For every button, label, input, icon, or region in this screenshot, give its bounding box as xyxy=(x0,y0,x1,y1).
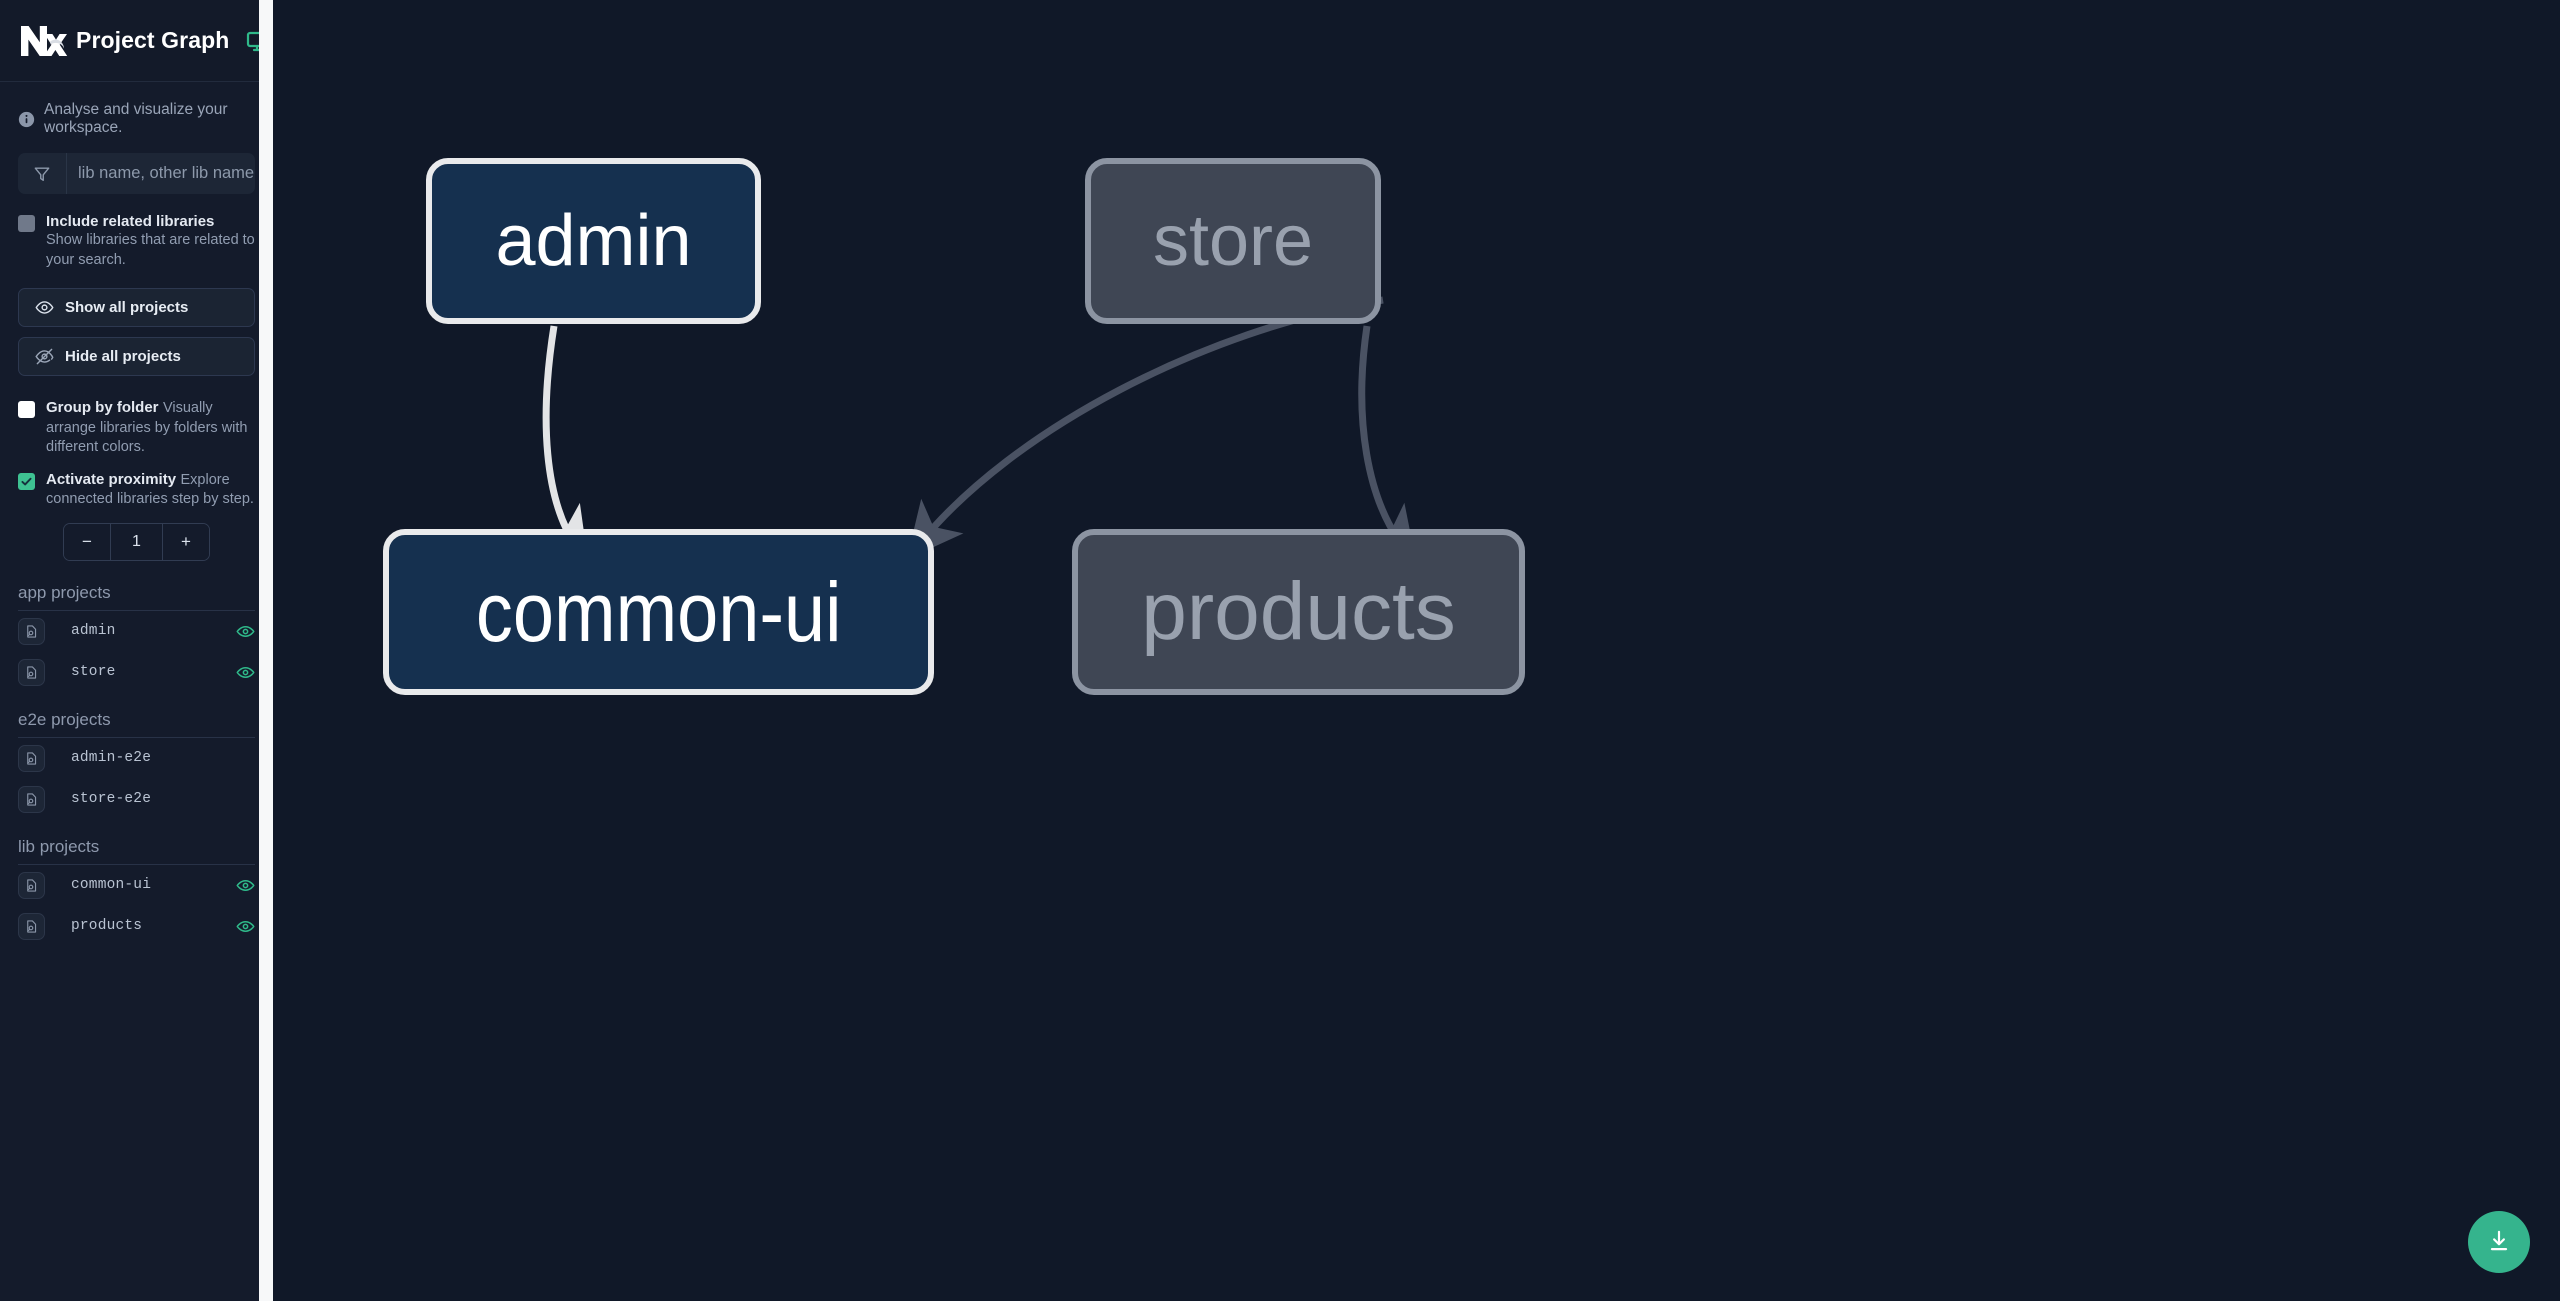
sidebar: Project Graph Analyse and visualize your… xyxy=(0,0,273,1301)
eye-off-icon xyxy=(35,347,54,366)
include-related-checkbox[interactable] xyxy=(18,215,35,232)
group-by-folder-description: Visually arrange libraries by folders wi… xyxy=(46,400,248,455)
hide-all-projects-label: Hide all projects xyxy=(65,348,181,365)
group-title-e2e: e2e projects xyxy=(18,710,255,738)
group-title-lib: lib projects xyxy=(18,837,255,865)
group-title-app: app projects xyxy=(18,583,255,611)
sidebar-header: Project Graph xyxy=(0,0,273,82)
project-visibility-eye-icon[interactable] xyxy=(236,876,255,895)
include-related-description: Show libraries that are related to your … xyxy=(46,232,255,268)
group-by-folder-label: Group by folder xyxy=(46,399,159,416)
graph-node-label: store xyxy=(1152,201,1314,281)
project-row-products[interactable]: products xyxy=(18,906,255,947)
proximity-increment-button[interactable]: + xyxy=(163,523,209,560)
hide-all-projects-button[interactable]: Hide all projects xyxy=(18,337,255,376)
sidebar-scrollbar[interactable] xyxy=(259,0,273,1301)
project-file-icon xyxy=(18,617,45,645)
show-all-projects-label: Show all projects xyxy=(65,299,189,316)
graph-node-products[interactable]: products xyxy=(1072,529,1525,695)
tagline-text: Analyse and visualize your workspace. xyxy=(44,101,228,136)
project-visibility-eye-icon[interactable] xyxy=(236,622,255,641)
project-file-icon xyxy=(18,744,45,772)
project-file-icon xyxy=(18,658,45,686)
project-row-common-ui[interactable]: common-ui xyxy=(18,865,255,906)
graph-node-label: admin xyxy=(495,201,692,281)
search-box[interactable] xyxy=(18,153,273,194)
include-related-label: Include related libraries xyxy=(46,213,215,230)
graph-node-admin[interactable]: admin xyxy=(426,158,761,324)
show-all-projects-button[interactable]: Show all projects xyxy=(18,288,255,327)
download-icon xyxy=(2486,1228,2512,1257)
graph-node-label: common-ui xyxy=(475,565,842,659)
edge-store-to-common-ui xyxy=(906,296,1384,560)
project-row-admin-e2e[interactable]: admin-e2e xyxy=(18,738,255,779)
edge-admin-to-common-ui xyxy=(534,325,589,565)
hide-all-wrap: Hide all projects xyxy=(0,327,273,376)
activate-proximity-checkbox[interactable] xyxy=(18,472,35,490)
project-row-store-e2e[interactable]: store-e2e xyxy=(18,779,255,820)
graph-node-common-ui[interactable]: common-ui xyxy=(383,529,934,695)
filter-icon xyxy=(18,153,67,194)
search-section xyxy=(0,153,273,194)
proximity-stepper-wrap: − 1 + xyxy=(0,510,273,561)
graph-node-label: products xyxy=(1141,566,1456,657)
edge-store-to-products xyxy=(1358,325,1417,564)
project-group-app: app projects admin xyxy=(18,583,255,693)
project-visibility-eye-icon[interactable] xyxy=(236,663,255,682)
show-all-wrap: Show all projects xyxy=(0,270,273,327)
project-name: products xyxy=(71,918,143,934)
graph-canvas[interactable]: admin store common-ui products xyxy=(273,0,2560,1301)
option-activate-proximity[interactable]: Activate proximity Explore connected lib… xyxy=(0,458,273,510)
project-file-icon xyxy=(18,912,45,940)
activate-proximity-description: Explore connected libraries step by step… xyxy=(46,471,254,508)
project-name: admin xyxy=(71,623,116,639)
proximity-decrement-button[interactable]: − xyxy=(64,523,110,560)
project-group-e2e: e2e projects admin-e2e xyxy=(18,710,255,820)
download-graph-button[interactable] xyxy=(2468,1211,2530,1273)
project-row-store[interactable]: store xyxy=(18,652,255,693)
search-input[interactable] xyxy=(67,153,273,194)
project-list: app projects admin xyxy=(0,583,273,977)
option-group-by-folder[interactable]: Group by folder Visually arrange librari… xyxy=(0,376,273,458)
info-icon xyxy=(18,111,35,128)
project-file-icon xyxy=(18,871,45,899)
eye-icon xyxy=(35,298,54,317)
project-group-lib: lib projects common-ui xyxy=(18,837,255,947)
proximity-stepper: − 1 + xyxy=(63,522,210,561)
project-name: common-ui xyxy=(71,877,152,893)
project-visibility-eye-icon[interactable] xyxy=(236,917,255,936)
project-name: store-e2e xyxy=(71,791,152,807)
sidebar-tagline: Analyse and visualize your workspace. xyxy=(0,82,273,153)
graph-node-store[interactable]: store xyxy=(1085,158,1381,324)
app-title: Project Graph xyxy=(76,27,230,53)
option-include-related[interactable]: Include related libraries Show libraries… xyxy=(0,194,273,270)
project-name: store xyxy=(71,664,116,680)
project-name: admin-e2e xyxy=(71,750,152,766)
activate-proximity-label: Activate proximity xyxy=(46,470,177,488)
project-row-admin[interactable]: admin xyxy=(18,611,255,652)
group-by-folder-checkbox[interactable] xyxy=(18,401,35,418)
project-file-icon xyxy=(18,785,45,813)
nx-logo-icon xyxy=(18,20,68,62)
proximity-value: 1 xyxy=(110,523,163,560)
